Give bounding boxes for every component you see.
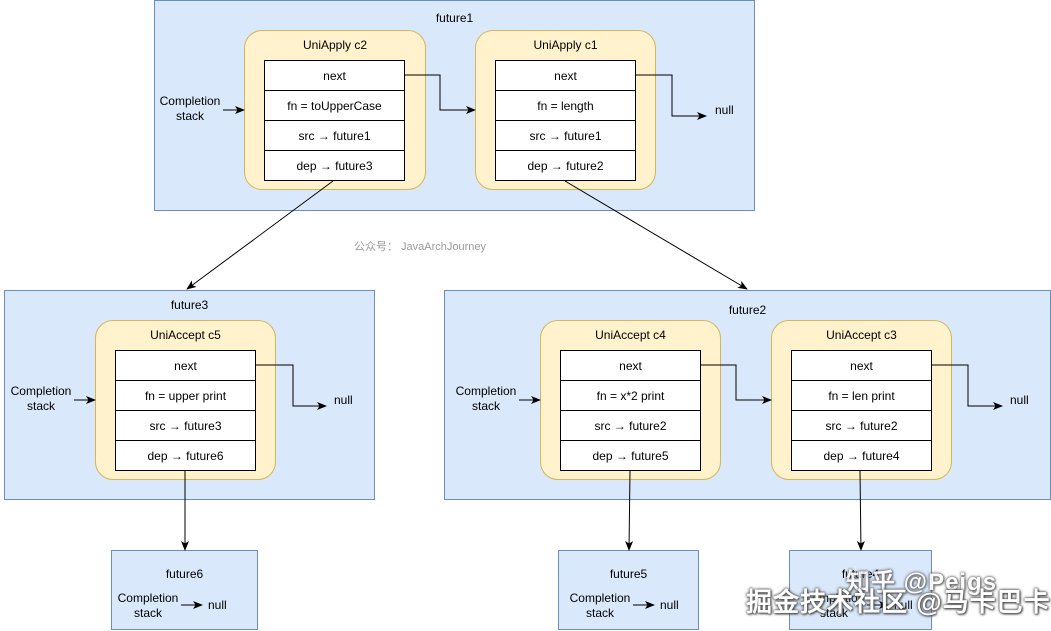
arrow-c3-next-to-null <box>932 364 1003 410</box>
arrow-c2-next-to-c1 <box>405 74 476 114</box>
node-title: UniAccept c3 <box>826 328 897 342</box>
arrow-c4-next-to-c3 <box>701 364 772 404</box>
node-title: UniAccept c5 <box>150 328 221 342</box>
completion-word: Completion <box>455 384 517 398</box>
stack-word: stack <box>471 399 500 413</box>
null-label: null <box>894 598 913 612</box>
future6-box: future6 <box>111 550 258 630</box>
node-title: UniAccept c4 <box>595 328 666 342</box>
arrow-c5-next-to-null <box>256 364 327 410</box>
completion-word: Completion <box>803 591 865 605</box>
completion-word: Completion <box>569 591 631 605</box>
field-dep: dep → future6 <box>115 440 256 471</box>
arrow-c3-dep-to-future4 <box>856 470 865 551</box>
field-dep: dep → future5 <box>560 440 701 471</box>
null-label: null <box>1010 393 1029 407</box>
field-fn: fn = length <box>495 90 636 121</box>
field-next: next <box>495 60 636 91</box>
completion-word: Completion <box>117 591 179 605</box>
completion-stack-label: Completion stack <box>801 591 867 621</box>
field-fn: fn = len print <box>791 380 932 411</box>
null-label: null <box>660 598 679 612</box>
node-title: UniApply c2 <box>302 38 368 52</box>
completion-word: Completion <box>159 94 221 108</box>
future4-box: future4 <box>789 550 932 630</box>
stack-word: stack <box>26 399 55 413</box>
null-label: null <box>715 103 734 117</box>
site-watermark-overlay: 知乎 @Peigs <box>846 569 998 596</box>
field-dep: dep → future2 <box>495 150 636 181</box>
completion-stack-label: Completion stack <box>157 94 223 124</box>
arrow-c4-dep-to-future5 <box>625 470 634 551</box>
field-src: src → future3 <box>115 410 256 441</box>
future4-title: future4 <box>841 567 880 581</box>
field-src: src → future1 <box>264 120 405 151</box>
field-dep: dep → future4 <box>791 440 932 471</box>
stack-word: stack <box>133 606 162 620</box>
stack-word: stack <box>175 109 204 123</box>
future6-title: future6 <box>165 567 204 581</box>
field-next: next <box>560 350 701 381</box>
watermark-text: 公众号： JavaArchJourney <box>354 241 487 253</box>
future2-title: future2 <box>728 303 767 317</box>
completion-word: Completion <box>10 384 72 398</box>
stack-word: stack <box>585 606 614 620</box>
arrow-c1-next-to-null <box>636 74 707 120</box>
null-label: null <box>334 393 353 407</box>
field-src: src → future1 <box>495 120 636 151</box>
arrow-c2-dep-to-future3 <box>186 180 334 290</box>
future5-title: future5 <box>609 567 648 581</box>
completion-stack-label: Completion stack <box>567 591 633 621</box>
completion-stack-label: Completion stack <box>8 384 74 414</box>
node-title: UniApply c1 <box>533 38 598 52</box>
null-label: null <box>208 598 227 612</box>
completion-stack-label: Completion stack <box>115 591 181 621</box>
future5-box: future5 <box>558 550 699 630</box>
field-fn: fn = toUpperCase <box>264 90 405 121</box>
field-dep: dep → future3 <box>264 150 405 181</box>
future3-title: future3 <box>170 298 209 312</box>
future1-title: future1 <box>435 11 474 25</box>
arrow-c1-dep-to-future2 <box>564 180 748 290</box>
site-watermark-overlay: 掘金技术社区 @马卡巴卡 <box>746 587 1051 617</box>
completion-stack-label: Completion stack <box>453 384 519 414</box>
field-next: next <box>115 350 256 381</box>
stack-word: stack <box>819 606 848 620</box>
